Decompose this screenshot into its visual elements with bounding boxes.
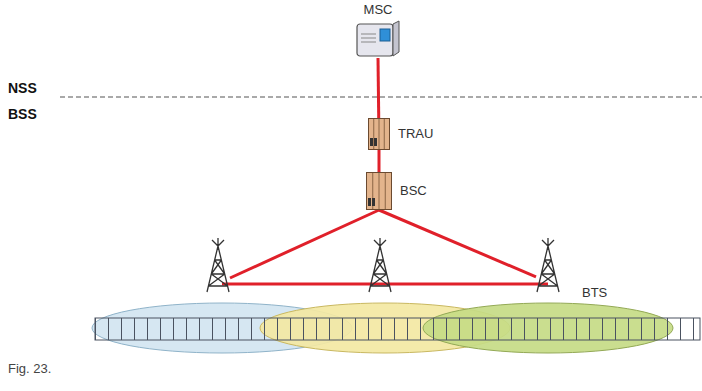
domain-label: BSS bbox=[8, 106, 37, 122]
rack-unit bbox=[372, 198, 375, 206]
tower-icon bbox=[536, 238, 560, 292]
workstation-screen bbox=[380, 29, 390, 41]
track-ladder bbox=[95, 318, 700, 340]
rack-cabinet bbox=[369, 119, 390, 150]
node-label: TRAU bbox=[398, 127, 433, 142]
link-line bbox=[230, 210, 379, 278]
tower-symbol bbox=[537, 238, 559, 292]
rack-unit bbox=[370, 138, 373, 146]
msc-icon bbox=[356, 20, 400, 58]
rack-cabinet bbox=[367, 173, 392, 210]
domain-label: NSS bbox=[8, 80, 37, 96]
link-line bbox=[377, 58, 381, 118]
rack-divider bbox=[374, 119, 385, 149]
link-line bbox=[379, 210, 536, 277]
rack-unit bbox=[368, 198, 371, 206]
rack-icon bbox=[368, 118, 390, 150]
tower-symbol bbox=[369, 238, 391, 292]
base-controller: BSC bbox=[366, 172, 427, 210]
node-label: BSC bbox=[400, 184, 427, 199]
workstation-slots bbox=[361, 34, 376, 42]
node-label: BTS bbox=[582, 286, 607, 301]
node-label: MSC bbox=[364, 3, 393, 18]
tower-symbol bbox=[207, 238, 229, 292]
figure-caption: Fig. 23. bbox=[8, 362, 51, 377]
transcoder-unit: TRAU bbox=[368, 118, 433, 150]
rack-unit bbox=[374, 138, 377, 146]
rack-divider bbox=[373, 173, 386, 209]
base-station: BTS bbox=[536, 238, 607, 301]
workstation-side bbox=[393, 21, 399, 56]
workstation-body bbox=[357, 24, 393, 56]
domain-divider bbox=[60, 96, 702, 97]
switching-centre: MSC bbox=[356, 3, 400, 58]
link-line bbox=[378, 150, 381, 172]
rack-icon bbox=[366, 172, 392, 210]
